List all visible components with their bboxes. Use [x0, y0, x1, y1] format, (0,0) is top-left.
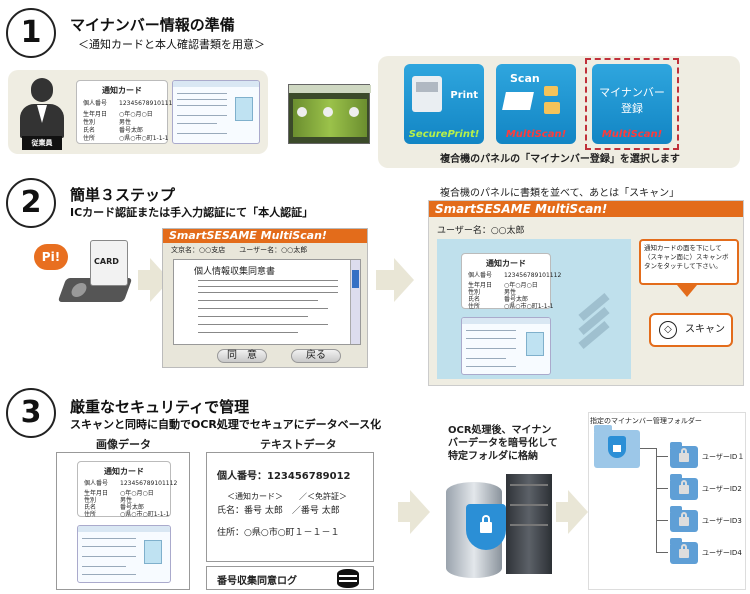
agree-button[interactable]: 同 意 [217, 349, 267, 363]
card-text: CARD [94, 257, 119, 266]
user-folder-icon[interactable] [670, 446, 698, 468]
step1-subtitle: ＜通知カードと本人確認書類を用意＞ [78, 36, 265, 52]
step3-title: 厳重なセキュリティで管理 [70, 396, 249, 417]
root-folder-icon[interactable] [594, 430, 640, 468]
text-data-address: 住所：○県○市○町１－１－１ [217, 525, 340, 538]
text-data-box: 個人番号：123456789012 ＜通知カード＞ ／＜免許証＞ 氏名：番号 太… [206, 452, 374, 562]
step2-number: 2 [6, 178, 56, 228]
notice-card-row: 個人番号 123456789101112 [83, 98, 176, 107]
secure-print-tile[interactable]: Print SecurePrint! [404, 64, 484, 144]
notice-card-title: 通知カード [77, 85, 167, 96]
ocr-caption-line: 特定フォルダに格納 [448, 450, 558, 463]
scan-instruction: 通知カードの面を下にして（スキャン面に）スキャンボタンをタッチして下さい。 [639, 239, 739, 285]
ic-card-icon: CARD [90, 240, 128, 286]
id-card-image [461, 317, 551, 375]
scanner-icon [502, 92, 534, 110]
user-folder-icon[interactable] [670, 478, 698, 500]
scan-panel-user: ユーザー名：○○太郎 [437, 223, 525, 236]
scan-button-label: スキャン [685, 324, 725, 335]
notice-card-row: 個人番号 123456789101112 [84, 478, 177, 487]
shield-lock-icon [608, 436, 626, 458]
mynumber-register-tile[interactable]: マイナンバー 登録 MultiScan! [592, 64, 672, 144]
panel-thumbnail [288, 84, 370, 144]
consent-panel: SmartSESAME MultiScan! 文京名：○○支店 ユーザー名：○○… [162, 228, 368, 368]
start-icon: ◇ [659, 321, 677, 339]
consent-panel-info: 文京名：○○支店 ユーザー名：○○太郎 [171, 245, 307, 255]
multiscan-tile[interactable]: Scan MultiScan! [496, 64, 576, 144]
notice-card: 通知カード 個人番号 123456789101112 生年月日 ○年○月○日 性… [77, 461, 171, 517]
id-photo-icon [235, 97, 253, 121]
consent-scrollbar[interactable] [350, 260, 360, 344]
callout-pointer [677, 285, 697, 297]
user-folder-label: ユーザーID3 [702, 516, 742, 526]
consent-document-title: 個人情報収集同意書 [194, 264, 275, 277]
notice-card-row: 住所 ○県○市○町1-1-1 [468, 301, 554, 310]
secure-print-label: SecurePrint! [404, 129, 484, 140]
image-data-label: 画像データ [96, 436, 151, 452]
back-button[interactable]: 戻る [291, 349, 341, 363]
tree-line [656, 448, 657, 552]
ocr-caption-line: OCR処理後、マイナン [448, 424, 558, 437]
step2-subtitle: ICカード認証または手入力認証にて「本人認証」 [70, 204, 313, 220]
text-data-label: テキストデータ [260, 436, 337, 452]
pi-bubble: Pi! [34, 244, 68, 270]
step1-title: マイナンバー情報の準備 [70, 14, 235, 35]
notice-card: 通知カード 個人番号 123456789101112 生年月日 ○年○月○日 性… [461, 253, 551, 309]
arrow-right-icon [568, 490, 588, 534]
step2-right-caption: 複合機のパネルに書類を並べて、あとは「スキャン」 [440, 184, 679, 199]
user-folder-icon[interactable] [670, 510, 698, 532]
server-icon [446, 474, 554, 578]
scan-label: Scan [510, 72, 540, 85]
ocr-caption-line: バーデータを暗号化して [448, 437, 558, 450]
id-photo-icon [144, 540, 162, 564]
ocr-caption: OCR処理後、マイナン バーデータを暗号化して 特定フォルダに格納 [448, 424, 558, 463]
user-folder-label: ユーザーID2 [702, 484, 742, 494]
step2-title: 簡単３ステップ [70, 184, 175, 205]
text-data-number: 個人番号：123456789012 [217, 467, 351, 482]
notice-card-row: 住所 ○県○市○町1-1-1 [84, 509, 170, 518]
scan-button[interactable]: ◇ スキャン [649, 313, 733, 347]
notice-card-title: 通知カード [462, 258, 550, 269]
consent-panel-header: SmartSESAME MultiScan! [163, 229, 367, 243]
multiscan-label: MultiScan! [496, 129, 576, 140]
mynumber-label-1: マイナンバー [592, 84, 672, 100]
notice-card-title: 通知カード [78, 466, 170, 477]
arrow-right-icon [394, 258, 414, 302]
step3-subtitle: スキャンと同時に自動でOCR処理でセキュアにデータベース化 [70, 416, 381, 432]
user-folder-label: ユーザーID4 [702, 548, 742, 558]
database-icon [337, 569, 359, 588]
user-folder-label: ユーザーID１ [702, 452, 744, 462]
mail-icon [544, 86, 558, 96]
step1-caption: 複合機のパネルの「マイナンバー登録」を選択します [384, 150, 736, 165]
notice-card: 通知カード 個人番号 123456789101112 生年月日 ○年○月○日 性… [76, 80, 168, 144]
text-data-docs: ＜通知カード＞ ／＜免許証＞ [227, 491, 347, 502]
employee-label: 従業員 [22, 136, 62, 150]
mynumber-label-2: 登録 [592, 100, 672, 116]
scan-panel-header: SmartSESAME MultiScan! [429, 201, 743, 217]
shield-lock-icon [466, 504, 506, 550]
employee-icon: 従業員 [18, 78, 66, 150]
tree-line [640, 448, 656, 449]
id-photo-icon [526, 332, 544, 356]
id-card-image [172, 80, 260, 144]
print-label: Print [450, 90, 478, 101]
step3-number: 3 [6, 388, 56, 438]
notice-card-row: 住所 ○県○市○町1-1-1 [83, 133, 169, 142]
arrow-right-icon [410, 490, 430, 534]
step1-number: 1 [6, 8, 56, 58]
id-card-image [77, 525, 171, 583]
text-data-name: 氏名：番号 太郎 ／番号 太郎 [217, 503, 340, 516]
arrow-body [376, 270, 396, 290]
consent-log-label: 番号収集同意ログ [217, 572, 297, 587]
folder-icon [544, 102, 560, 114]
consent-log-box: 番号収集同意ログ [206, 566, 374, 590]
scan-glass: 通知カード 個人番号 123456789101112 生年月日 ○年○月○日 性… [437, 239, 631, 379]
notice-card-row: 個人番号 123456789101112 [468, 270, 561, 279]
consent-document: 個人情報収集同意書 [173, 259, 361, 345]
image-data-box: 通知カード 個人番号 123456789101112 生年月日 ○年○月○日 性… [56, 452, 190, 590]
user-folder-icon[interactable] [670, 542, 698, 564]
scan-panel: SmartSESAME MultiScan! ユーザー名：○○太郎 通知カード … [428, 200, 744, 386]
mynumber-multiscan-label: MultiScan! [592, 129, 672, 140]
